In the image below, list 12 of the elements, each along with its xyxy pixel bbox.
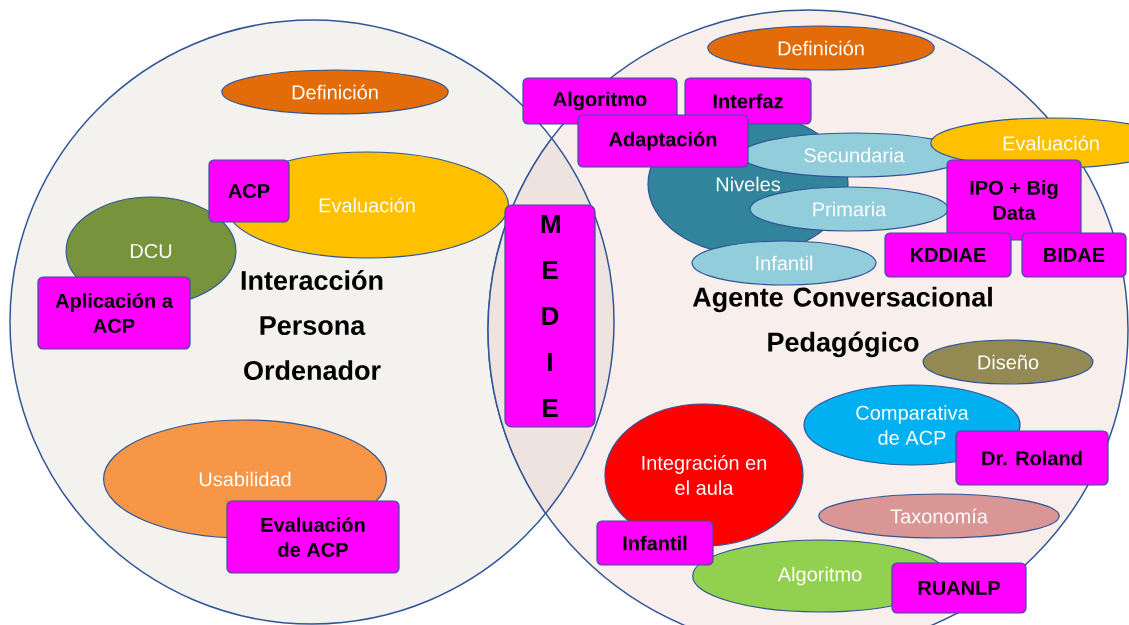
tag-box: ACP [208,159,290,223]
tag-box: Aplicación a ACP [37,276,191,350]
circle-heading: Interacción Persona Ordenador [241,269,383,381]
tag-box: KDDIAE [884,232,1012,278]
tag-box: Adaptación [577,114,749,168]
tag-box: BIDAE [1021,232,1127,278]
vertical-label-box: M E D I E [504,204,596,428]
tag-box: Infantil [596,520,714,566]
tag-box: RUANLP [891,562,1027,614]
tag-box: IPO + Big Data [946,159,1082,241]
tag-box: Dr. Roland [955,430,1109,486]
tag-box: Evaluación de ACP [226,500,400,574]
